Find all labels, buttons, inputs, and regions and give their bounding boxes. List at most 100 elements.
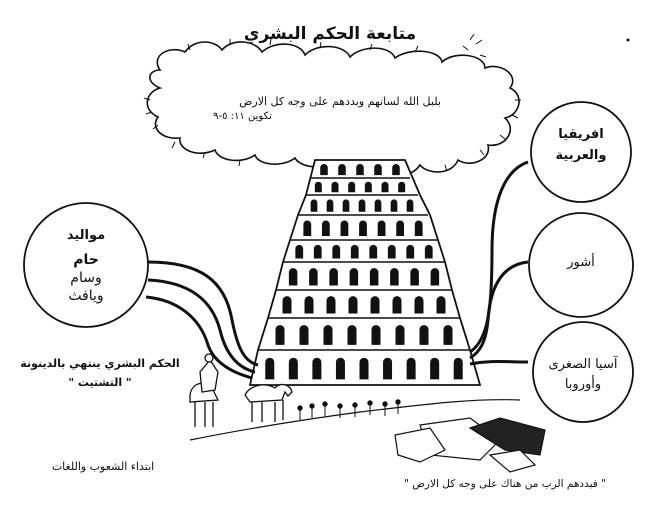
circle-africa: [530, 101, 632, 203]
tower-window: [288, 268, 298, 286]
tower-window: [295, 244, 304, 259]
tower-window: [364, 181, 372, 193]
asia-line-2: وأوروبا: [564, 377, 602, 392]
tower-window: [419, 325, 429, 345]
tower-window: [392, 296, 402, 314]
tower-window: [350, 244, 359, 259]
tower-windows: [265, 163, 463, 380]
tower-window: [321, 220, 330, 236]
tower-window: [304, 296, 314, 314]
tower-window: [392, 163, 400, 176]
tower-window: [299, 325, 309, 345]
tower-window: [312, 357, 322, 380]
son-japheth: ويافث: [68, 288, 104, 304]
tower-window: [387, 244, 396, 259]
tower-outline: [248, 159, 482, 386]
assyria-label: أشور: [567, 255, 595, 270]
cloud-fringe: [143, 33, 521, 172]
connector-japheth: [145, 295, 253, 380]
africa-line-1: افريقيا: [558, 127, 604, 142]
asia-line-1: آسيا الصغرى: [548, 357, 618, 372]
tower-window: [424, 244, 433, 259]
tower-window: [390, 199, 398, 212]
connector-assyria: [469, 260, 529, 360]
tower-window: [332, 244, 341, 259]
tower-window: [323, 325, 333, 345]
tower-window: [347, 325, 357, 345]
africa-line-2: والعربية: [555, 148, 607, 163]
tower-window: [303, 220, 312, 236]
tower-window: [358, 199, 366, 212]
tower-window: [314, 181, 322, 193]
tower-window: [359, 357, 369, 380]
camel-caravan: [189, 353, 293, 427]
tower-window: [340, 220, 349, 236]
tower-window: [398, 181, 406, 193]
tower-window: [453, 357, 463, 380]
tower-window: [338, 163, 346, 176]
circle-asia-minor: [532, 321, 634, 423]
tower-window: [430, 357, 440, 380]
son-ham: حام: [73, 252, 99, 268]
tower-window: [275, 325, 285, 345]
connector-lines: [145, 160, 529, 380]
tower-window: [329, 268, 338, 286]
tower-window: [436, 296, 446, 314]
tower-window: [374, 199, 382, 212]
sons-heading: مواليد: [66, 228, 106, 243]
tower-window: [414, 220, 423, 236]
rubble-blocks: [394, 417, 546, 473]
tower-window: [335, 357, 345, 380]
tower-window: [326, 199, 334, 212]
tower-window: [383, 357, 393, 380]
tower-window: [349, 268, 359, 286]
tower-window: [430, 268, 440, 286]
ground-line: [189, 399, 521, 441]
tower-window: [410, 268, 419, 286]
tower-window: [342, 199, 350, 212]
connector-ham: [147, 260, 259, 367]
circle-assyria: [528, 212, 634, 318]
circle-sons: [23, 202, 149, 328]
tower-window: [265, 357, 275, 380]
tower-window: [369, 244, 378, 259]
tower-tiers: [258, 177, 470, 351]
tower-window: [381, 181, 389, 193]
son-sem: وسام: [70, 270, 102, 286]
tower-window: [371, 325, 381, 345]
tower-window: [414, 296, 424, 314]
page-title: متابعة الحكم البشري: [243, 24, 417, 44]
cloud-outline: [146, 41, 520, 177]
tower-window: [406, 357, 416, 380]
tower-window: [348, 296, 358, 314]
tower-window: [309, 268, 318, 286]
tower-window: [282, 296, 292, 314]
caption-peoples: ابتداء الشعوب واللغات: [51, 460, 155, 473]
cloud-verse: بلبل الله لسانهم وبددهم على وجه كل الارض: [239, 95, 441, 108]
tower-window: [406, 199, 414, 212]
connector-asia: [469, 360, 529, 366]
tower-window: [356, 163, 364, 176]
tower-window: [320, 163, 328, 176]
crowd: [297, 399, 401, 420]
tower-window: [377, 220, 386, 236]
corner-dot: [626, 38, 630, 42]
tower-window: [331, 181, 339, 193]
caption-scattering: " التشتيت ": [68, 376, 132, 389]
caption-human-rule: الحكم البشري ينتهي بالدينونة: [20, 357, 180, 370]
tower-window: [443, 325, 453, 345]
connector-africa: [469, 160, 529, 354]
tower-window: [369, 268, 379, 286]
tower-window: [390, 268, 399, 286]
caption-bottom-quote: " فبددهم الرب من هناك على وجه كل الارض ": [404, 478, 606, 490]
tower-window: [395, 325, 405, 345]
tower-window: [348, 181, 356, 193]
tower-window: [313, 244, 322, 259]
tower-window: [326, 296, 336, 314]
tower-window: [396, 220, 405, 236]
cloud-reference: تكوين ١١: ٥-٩: [213, 111, 272, 122]
tower-window: [359, 220, 367, 236]
tower-window: [370, 296, 380, 314]
